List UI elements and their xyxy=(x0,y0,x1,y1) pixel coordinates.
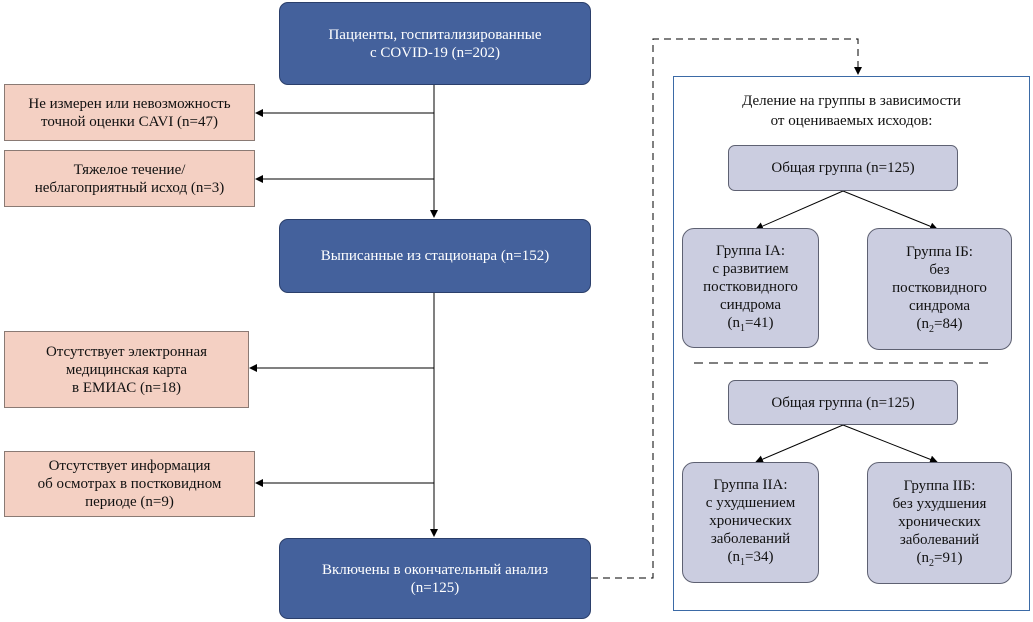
exclusion-severe-box: Тяжелое течение/ неблагоприятный исход (… xyxy=(4,150,255,207)
discharged-line-1: Выписанные из стационара (n=152) xyxy=(320,248,550,264)
group-iib-count: (n2=91) xyxy=(916,549,963,569)
excl-info-line-1: Отсутствует информация xyxy=(48,458,211,474)
group-ib-line-1: Группа IБ: xyxy=(906,243,973,260)
patients-line-2: с COVID-19 (n=202) xyxy=(369,44,501,61)
group-ia-line-2: с развитием xyxy=(712,260,789,277)
group-iib-line-4: заболеваний xyxy=(899,531,980,548)
excl-emr-line-3: в ЕМИАС (n=18) xyxy=(72,379,181,396)
exclusion-emr-box: Отсутствует электронная медицинская карт… xyxy=(4,331,249,408)
excl-info-line-2: об осмотрах в постковидном xyxy=(37,476,222,492)
group-iib-line-1: Группа IIБ: xyxy=(903,477,976,494)
group-ib-count: (n2=84) xyxy=(916,315,963,335)
general-group-1-box: Общая группа (n=125) xyxy=(728,145,958,191)
panel-title: Деление на группы в зависимости от оцени… xyxy=(673,92,1030,131)
group-ib-line-2: без xyxy=(929,261,950,278)
excl-severe-line-1: Тяжелое течение/ xyxy=(73,161,186,178)
excl-severe-line-2: неблагоприятный исход (n=3) xyxy=(34,179,225,196)
group-division-panel xyxy=(673,76,1030,611)
patients-box: Пациенты, госпитализированные с COVID-19… xyxy=(279,2,591,85)
panel-title-line-2: от оцениваемых исходов: xyxy=(770,112,933,129)
dashed-link-to-panel xyxy=(591,38,862,579)
group-iib-box: Группа IIБ: без ухудшения хронических за… xyxy=(867,462,1012,584)
general-group-2-label: Общая группа (n=125) xyxy=(771,394,915,411)
general-group-2-box: Общая группа (n=125) xyxy=(728,380,958,425)
patients-line-1: Пациенты, госпитализированные xyxy=(328,26,542,43)
group-ib-line-3: постковидного xyxy=(892,279,987,296)
group-iib-line-3: хронических xyxy=(898,513,981,530)
arrow-general1-to-ib xyxy=(842,190,938,231)
included-box: Включены в окончательный анализ (n=125) xyxy=(279,538,591,619)
panel-title-line-1: Деление на группы в зависимости xyxy=(742,93,961,109)
excl-emr-line-2: медицинская карта xyxy=(65,361,188,378)
group-iia-line-2: с ухудшением xyxy=(705,495,796,511)
arrow-general2-to-iia xyxy=(755,424,844,463)
group-iia-box: Группа IIA: с ухудшением хронических заб… xyxy=(682,462,819,583)
arrow-general2-to-iib xyxy=(842,424,938,464)
group-ib-line-4: синдрома xyxy=(908,297,971,314)
group-ia-count: (n1=41) xyxy=(727,314,774,334)
group-iia-line-1: Группа IIA: xyxy=(713,477,788,493)
arrow-general1-to-ia xyxy=(755,190,844,230)
included-line-1: Включены в окончательный анализ xyxy=(321,561,548,578)
discharged-box: Выписанные из стационара (n=152) xyxy=(279,219,591,293)
group-iia-line-4: заболеваний xyxy=(710,531,791,547)
group-ia-line-1: Группа IA: xyxy=(716,242,785,259)
group-ib-box: Группа IБ: без постковидного синдрома (n… xyxy=(867,228,1012,350)
excl-cavi-line-2: точной оценки CAVI (n=47) xyxy=(40,113,219,130)
group-iia-count: (n1=34) xyxy=(727,549,774,568)
excl-cavi-line-1: Не измерен или невозможность xyxy=(28,95,231,112)
excl-emr-line-1: Отсутствует электронная xyxy=(45,343,208,360)
group-ia-line-4: синдрома xyxy=(719,296,782,313)
group-ia-box: Группа IA: с развитием постковидного син… xyxy=(682,228,819,348)
general-group-1-label: Общая группа (n=125) xyxy=(771,160,915,176)
included-line-2: (n=125) xyxy=(410,579,460,596)
group-ia-line-3: постковидного xyxy=(703,278,798,295)
group-iia-line-3: хронических xyxy=(709,513,792,529)
excl-info-line-3: периоде (n=9) xyxy=(85,494,174,510)
exclusion-cavi-box: Не измерен или невозможность точной оцен… xyxy=(4,84,255,141)
group-iib-line-2: без ухудшения xyxy=(892,495,987,512)
exclusion-info-box: Отсутствует информация об осмотрах в пос… xyxy=(4,451,255,517)
